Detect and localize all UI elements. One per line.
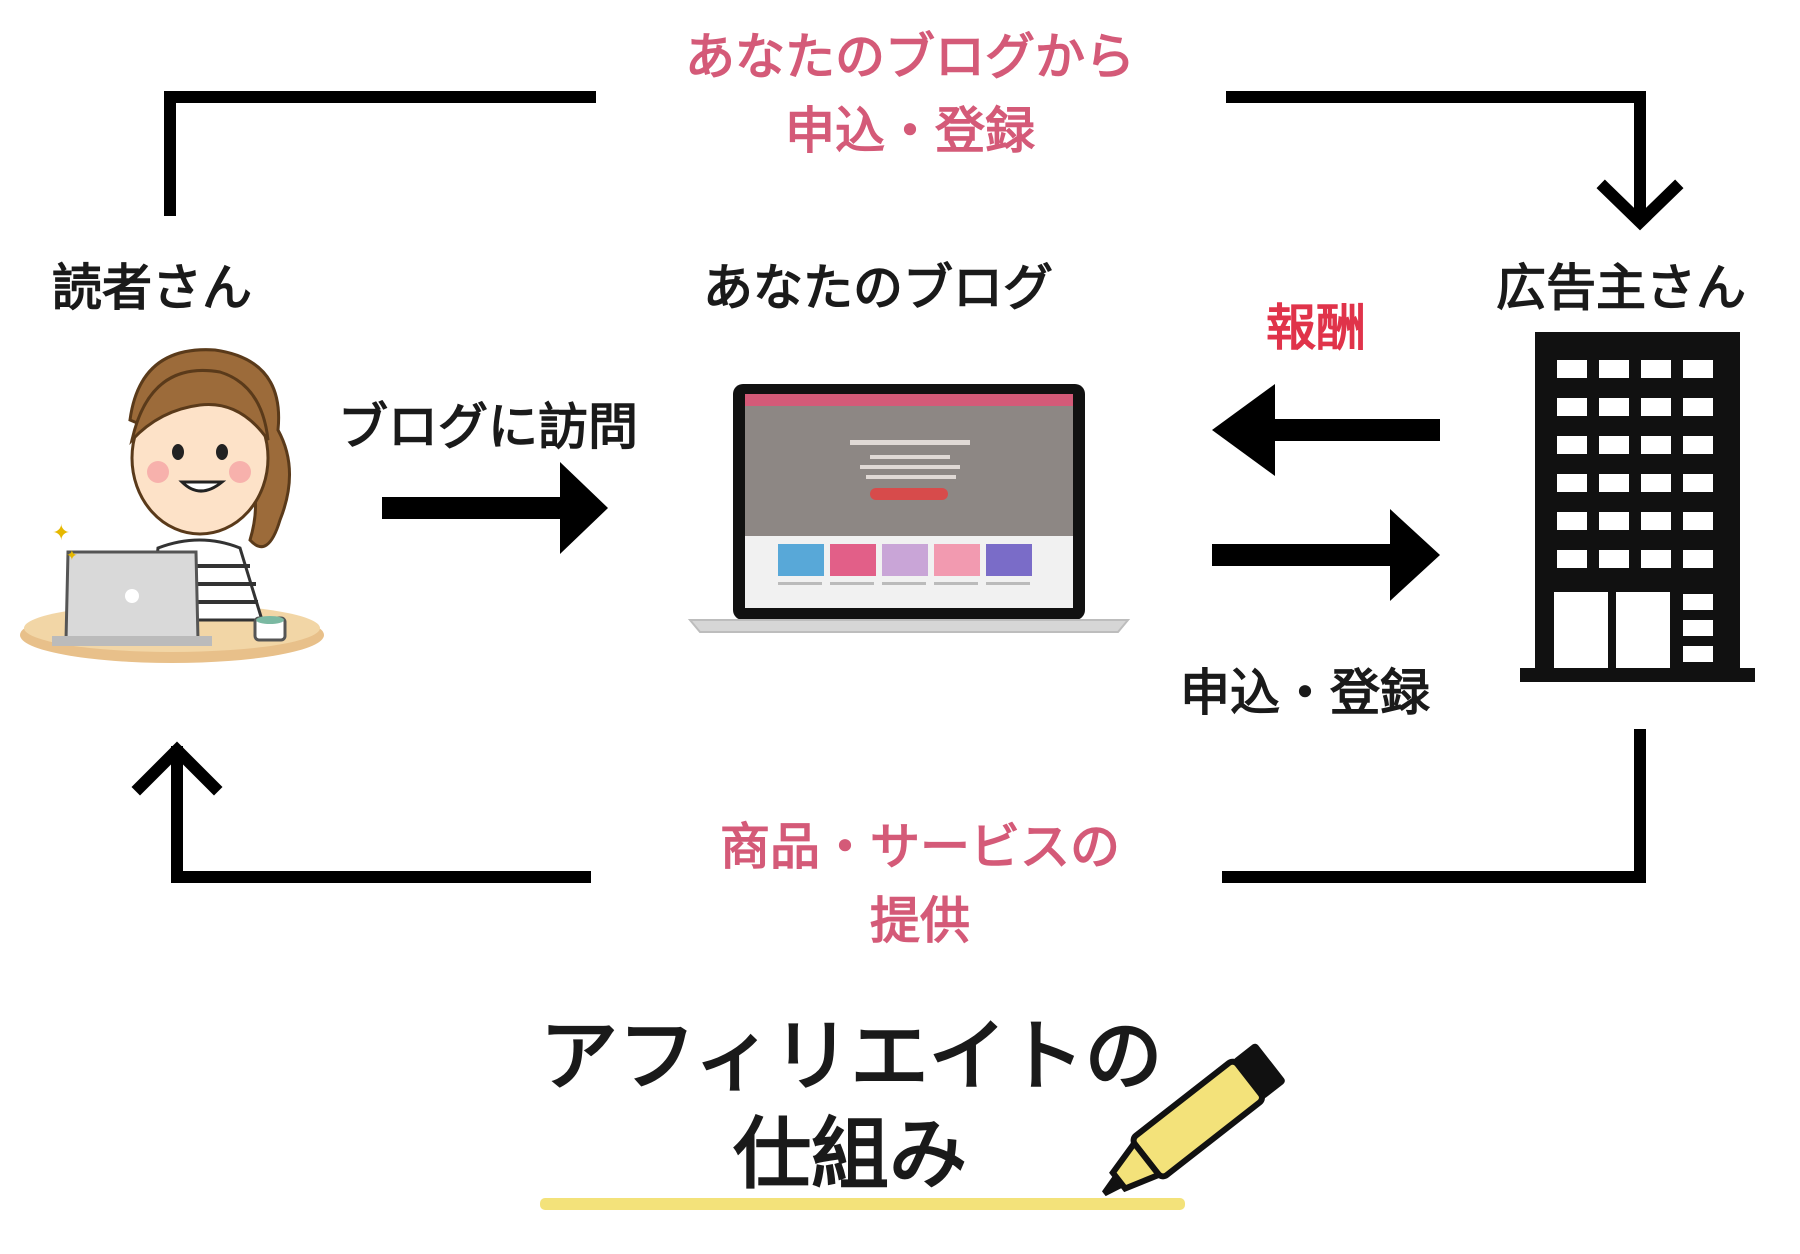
highlight-underline [540, 1198, 1185, 1210]
bottom-flow-line-left [171, 746, 591, 883]
building-window [1683, 474, 1713, 492]
svg-text:✦: ✦ [66, 548, 78, 564]
building-window [1683, 550, 1713, 568]
building-window [1557, 398, 1587, 416]
reward-label: 報酬 [1266, 299, 1366, 357]
advertiser-label: 広告主さん [1496, 259, 1746, 317]
visit-arrow [382, 462, 608, 554]
reward-arrow [1212, 384, 1440, 476]
building-window [1683, 594, 1713, 610]
building-window [1683, 620, 1713, 636]
building-window [1557, 436, 1587, 454]
highlighter-pen-icon [1101, 1043, 1285, 1197]
building-window [1599, 398, 1629, 416]
building-window [1641, 436, 1671, 454]
building-window [1641, 360, 1671, 378]
title-line-2: 仕組み [732, 1110, 967, 1200]
bottom-flow-label: 商品・サービスの 提供 [720, 818, 1120, 950]
building-window [1599, 474, 1629, 492]
building-window [1599, 360, 1629, 378]
top-flow-arrowhead [1596, 179, 1684, 231]
building-window [1599, 550, 1629, 568]
top-flow-line-left [164, 91, 596, 216]
building-window [1599, 512, 1629, 530]
bottom-flow-line-right [1222, 729, 1646, 883]
building-window [1683, 646, 1713, 662]
visit-label: ブログに訪問 [338, 398, 638, 456]
apply-label: 申込・登録 [1180, 664, 1430, 722]
svg-text:✦: ✦ [52, 521, 70, 546]
building-window [1641, 398, 1671, 416]
top-flow-label: あなたのブログから 申込・登録 [685, 28, 1135, 160]
reader-label: 読者さん [52, 259, 252, 317]
building-window [1683, 398, 1713, 416]
top-flow-line-right [1226, 91, 1646, 216]
building-window [1557, 550, 1587, 568]
building-window [1683, 436, 1713, 454]
blog-label: あなたのブログ [703, 259, 1053, 317]
page-title: アフィリエイトの 仕組み [540, 1008, 1163, 1204]
building-window [1557, 474, 1587, 492]
building-window [1557, 360, 1587, 378]
building-window [1557, 512, 1587, 530]
building-window [1641, 550, 1671, 568]
bottom-flow-arrowhead [131, 741, 223, 796]
building-window [1683, 512, 1713, 530]
title-line-1: アフィリエイトの [540, 1012, 1163, 1102]
building-window [1683, 360, 1713, 378]
building-window [1641, 512, 1671, 530]
building-window [1599, 436, 1629, 454]
building-window [1641, 474, 1671, 492]
apply-arrow [1212, 509, 1440, 601]
